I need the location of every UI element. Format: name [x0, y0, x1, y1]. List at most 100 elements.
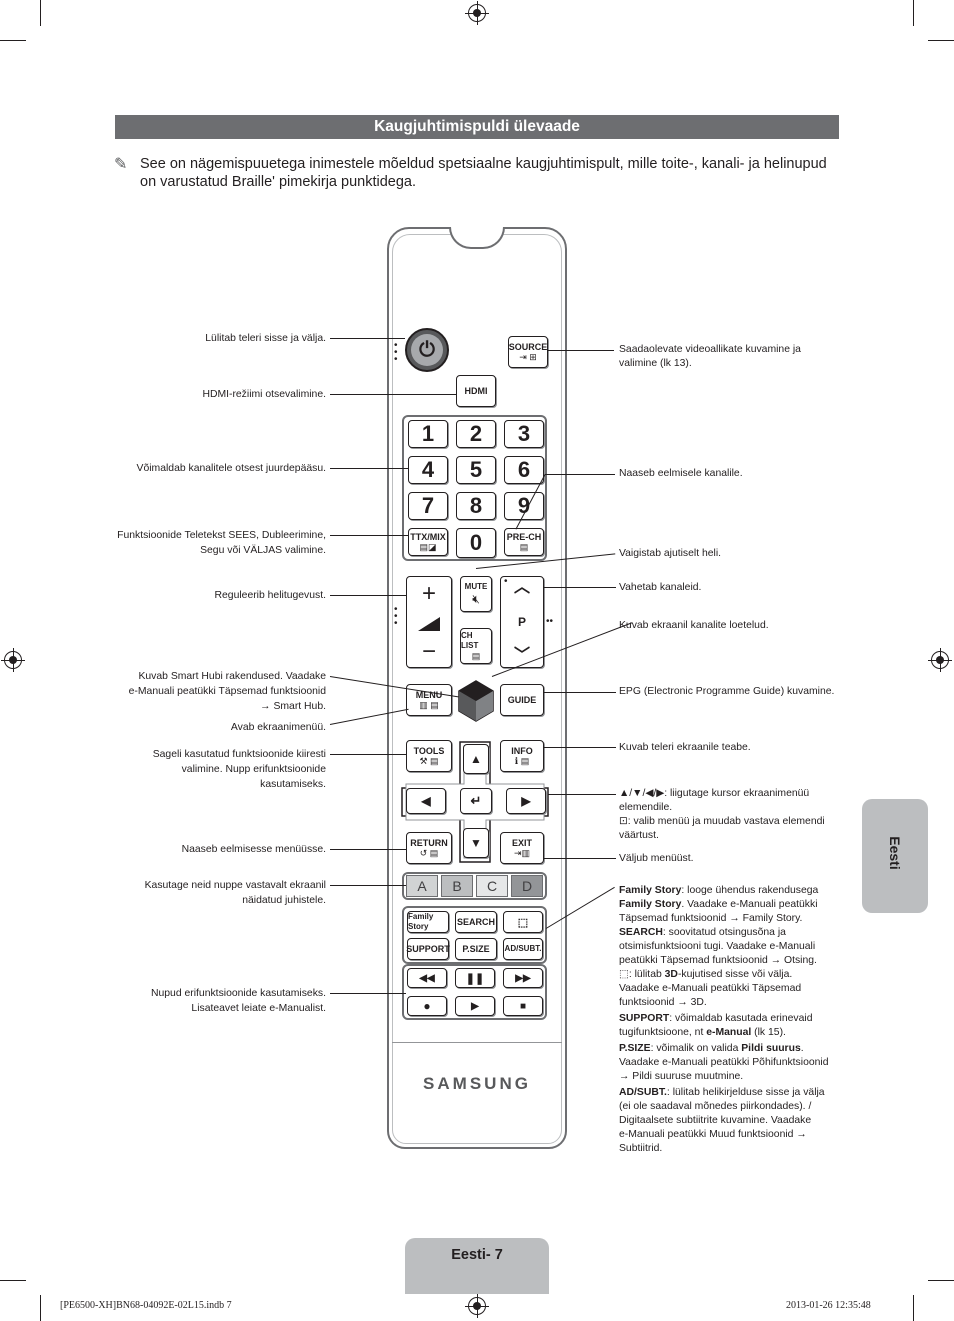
braille-dots: •: [504, 576, 508, 587]
ad-subt-button[interactable]: AD/SUBT.: [503, 938, 543, 960]
color-button-b[interactable]: B: [441, 875, 473, 897]
digit-button[interactable]: 2: [456, 420, 496, 448]
smart-hub-button[interactable]: [458, 680, 494, 722]
pre-ch-button[interactable]: PRE-CH▤: [504, 528, 544, 556]
ch-list-button[interactable]: CH LIST▤: [460, 628, 492, 664]
3d-button[interactable]: ⬚: [503, 911, 543, 933]
stop-button[interactable]: ■: [503, 996, 543, 1016]
support-button[interactable]: SUPPORT: [406, 938, 450, 960]
color-button-a[interactable]: A: [406, 875, 438, 897]
footer-file-info: [PE6500-XH]BN68-04092E-02L15.indb 7: [60, 1300, 232, 1311]
power-icon: ⏻: [411, 334, 443, 366]
family-story-button[interactable]: Family Story: [407, 911, 449, 933]
chevron-up-icon: ︿: [513, 579, 530, 596]
leader-line: [545, 474, 615, 475]
leader-line: [330, 849, 406, 850]
label-return: Naaseb eelmisesse menüüsse.: [181, 844, 326, 855]
registration-mark-icon: [465, 1, 489, 25]
leader-line: [330, 754, 406, 755]
registration-mark-icon: [1, 648, 25, 672]
enter-button[interactable]: ↵: [460, 788, 492, 814]
leader-line: [330, 394, 456, 395]
power-button[interactable]: ⏻: [405, 328, 449, 372]
digit-button[interactable]: 5: [456, 456, 496, 484]
keypad-frame: [402, 415, 547, 561]
smart-hub-icon: [458, 680, 494, 722]
braille-dots: ••: [546, 616, 554, 627]
arrow-right-button[interactable]: ▶: [506, 788, 546, 814]
search-button[interactable]: SEARCH: [455, 911, 497, 933]
crop-mark: [928, 40, 954, 41]
digit-button[interactable]: 9: [504, 492, 544, 520]
digit-button[interactable]: 1: [408, 420, 448, 448]
return-button[interactable]: RETURN↺ ▤: [406, 832, 452, 864]
section-title: Kaugjuhtimispuldi ülevaade: [115, 115, 839, 139]
rewind-icon: ◀◀: [419, 972, 435, 984]
enter-icon: ↵: [470, 793, 482, 808]
ttx-mix-button[interactable]: TTX/MIX▤◪: [408, 528, 448, 556]
leader-line: [544, 587, 616, 588]
tools-icon: ⚒ ▤: [419, 756, 439, 766]
triangle-up-icon: ▲: [470, 752, 482, 766]
fast-forward-icon: ▶▶: [515, 972, 531, 984]
p-size-button[interactable]: P.SIZE: [455, 938, 497, 960]
color-buttons-frame: [402, 872, 547, 900]
digit-button[interactable]: 8: [456, 492, 496, 520]
label-media-buttons: Nupud erifunktsioonide kasutamiseks.Lisa…: [150, 988, 326, 1014]
exit-button[interactable]: EXIT⇥▥: [500, 832, 544, 864]
label-channel: Vahetab kanaleid.: [619, 582, 702, 593]
menu-icon: ▥ ▤: [419, 700, 439, 710]
volume-level-icon: [418, 617, 440, 631]
3d-glasses-icon: ⬚: [517, 916, 529, 929]
language-side-tab: Eesti: [862, 799, 928, 913]
ch-list-icon: ▤: [471, 651, 481, 661]
registration-mark-icon: [928, 648, 952, 672]
leader-line: [544, 747, 616, 748]
digit-button[interactable]: 7: [408, 492, 448, 520]
pause-icon: ❚❚: [465, 972, 485, 985]
braille-dots: •••: [394, 340, 398, 365]
triangle-down-icon: ▼: [470, 836, 482, 850]
braille-dots: •••: [394, 604, 398, 629]
digit-button[interactable]: 4: [408, 456, 448, 484]
crop-mark: [0, 40, 26, 41]
label-function-buttons: Family Story: looge ühendus rakendusega …: [619, 885, 829, 1154]
channel-rocker[interactable]: ︿ P ﹀: [500, 576, 544, 668]
digit-button[interactable]: 0: [456, 528, 496, 558]
label-info: Kuvab teleri ekraanile teabe.: [619, 742, 751, 753]
label-mute: Vaigistab ajutiselt heli.: [619, 548, 722, 559]
arrow-left-button[interactable]: ◀: [406, 788, 446, 814]
stop-icon: ■: [519, 1000, 527, 1012]
intro-note: See on nägemispuuetega inimestele mõeldu…: [140, 156, 827, 190]
pause-button[interactable]: ❚❚: [455, 968, 495, 988]
color-button-d[interactable]: D: [511, 875, 543, 897]
tools-button[interactable]: TOOLS⚒ ▤: [406, 740, 452, 772]
mute-button[interactable]: MUTE🔇︎: [460, 576, 492, 612]
fast-forward-button[interactable]: ▶▶: [503, 968, 543, 988]
pencil-note-icon: ✎: [114, 156, 128, 173]
play-button[interactable]: ▶: [455, 996, 495, 1016]
digit-button[interactable]: 3: [504, 420, 544, 448]
hdmi-button[interactable]: HDMI: [456, 375, 496, 407]
record-button[interactable]: ●: [407, 996, 447, 1016]
digit-button[interactable]: 6: [504, 456, 544, 484]
rewind-button[interactable]: ◀◀: [407, 968, 447, 988]
info-icon: ℹ ▤: [514, 756, 530, 766]
label-pre-ch: Naaseb eelmisele kanalile.: [619, 468, 743, 479]
arrow-down-button[interactable]: ▼: [463, 828, 489, 858]
leader-line: [544, 858, 616, 859]
registration-mark-icon: [465, 1294, 489, 1318]
source-icon: ⇥ ⊞: [519, 352, 537, 362]
source-button[interactable]: SOURCE⇥ ⊞: [508, 336, 548, 368]
volume-rocker[interactable]: + −: [406, 576, 452, 668]
guide-button[interactable]: GUIDE: [500, 684, 544, 716]
label-ch-list: Kuvab ekraanil kanalite loetelud.: [619, 620, 769, 631]
label-volume: Reguleerib helitugevust.: [214, 590, 326, 601]
arrow-up-button[interactable]: ▲: [463, 744, 489, 774]
pre-ch-icon: ▤: [519, 542, 529, 552]
color-button-c[interactable]: C: [476, 875, 508, 897]
